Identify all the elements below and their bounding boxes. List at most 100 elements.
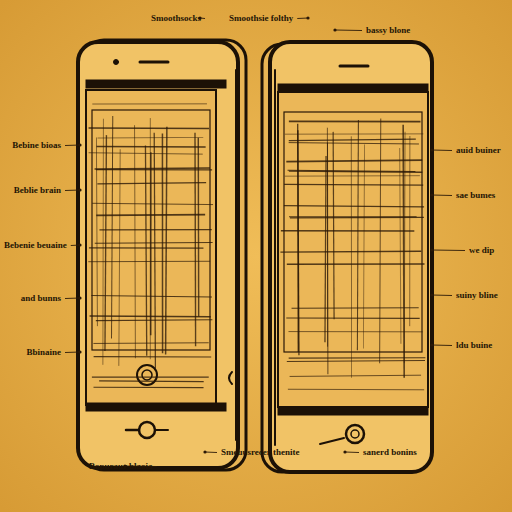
grid-stroke (289, 121, 421, 123)
grid-stroke (97, 183, 206, 184)
leader-dot (430, 343, 433, 346)
grid-stroke (150, 152, 152, 335)
grid-stroke (93, 342, 208, 344)
grid-stroke (95, 168, 210, 169)
grid-stroke (194, 133, 196, 347)
grid-stroke (198, 138, 200, 317)
grid-stroke (93, 387, 203, 388)
grid-frame (284, 112, 422, 352)
leader-line (432, 150, 452, 152)
leader-line (432, 195, 452, 197)
grid-stroke (105, 135, 106, 351)
grid-stroke (297, 130, 299, 352)
leader-dot (430, 248, 433, 251)
part-label: sae bumes (455, 190, 496, 201)
grid-stroke (363, 144, 364, 348)
leader-line (432, 345, 452, 347)
grid-stroke (284, 184, 423, 186)
leader-line (432, 250, 465, 252)
grid-stroke (166, 127, 167, 355)
grid-stroke (286, 318, 419, 319)
grid-stroke (289, 143, 419, 144)
part-label: ldu buine (455, 340, 493, 351)
part-label: Bebenie beuaine (3, 240, 68, 251)
grid-stroke (119, 149, 120, 366)
grid-stroke (292, 307, 419, 309)
grid-stroke (298, 124, 299, 356)
grid-stroke (351, 136, 352, 377)
leader-dot (78, 188, 81, 191)
part-label: we dip (468, 245, 495, 256)
leader-line (205, 452, 217, 454)
part-label: Smoothsie folthy (228, 13, 294, 24)
grid-stroke (357, 120, 358, 350)
grid-stroke (162, 134, 164, 354)
grid-stroke (88, 261, 210, 262)
part-label: Smoothsocks (150, 13, 202, 24)
screen-grid (88, 104, 425, 390)
grid-stroke (96, 137, 97, 326)
grid-stroke (333, 132, 335, 319)
leader-line (345, 452, 359, 454)
leader-dot (78, 296, 81, 299)
leader-dot (430, 193, 433, 196)
grid-stroke (288, 389, 424, 391)
grid-stroke (134, 125, 136, 358)
grid-stroke (290, 375, 421, 376)
right-phone (262, 42, 432, 472)
leader-line (65, 298, 80, 300)
part-label: Smeuusrecer thenite (220, 447, 300, 458)
grid-stroke (91, 295, 212, 296)
grid-stroke (92, 377, 209, 378)
grid-stroke (325, 156, 326, 342)
grid-stroke (112, 116, 113, 339)
grid-stroke (150, 118, 151, 359)
grid-stroke (289, 139, 416, 140)
leader-dot (78, 243, 81, 246)
part-label: Bbinaine (25, 347, 62, 358)
part-label: Bopuraur blaoia (88, 461, 154, 472)
leader-dot (78, 143, 81, 146)
grid-stroke (281, 230, 414, 232)
part-label: suiny bline (455, 290, 499, 301)
grid-stroke (92, 103, 207, 104)
leader-line (65, 190, 80, 192)
leader-line (65, 352, 80, 354)
grid-stroke (154, 133, 155, 369)
grid-stroke (286, 160, 422, 161)
grid-frame (92, 110, 210, 350)
part-label: Bebine bioas (11, 140, 62, 151)
leader-line (335, 30, 362, 32)
leader-dot (430, 148, 433, 151)
leader-dot (333, 28, 336, 31)
leader-dot (306, 16, 309, 19)
grid-stroke (99, 380, 204, 382)
leader-dot (203, 450, 206, 453)
grid-stroke (409, 136, 410, 326)
grid-stroke (380, 119, 381, 364)
leader-line (432, 295, 452, 297)
grid-stroke (327, 143, 328, 375)
leader-dot (430, 293, 433, 296)
part-label: bassy blone (365, 25, 411, 36)
part-label: auid buiner (455, 145, 502, 156)
grid-stroke (400, 148, 401, 344)
part-label: and bunns (20, 293, 62, 304)
grid-stroke (145, 146, 146, 356)
leader-dot (78, 350, 81, 353)
leader-dot (343, 450, 346, 453)
part-label: Beblie brain (13, 185, 62, 196)
grid-stroke (94, 356, 212, 357)
leader-line (297, 18, 308, 20)
grid-stroke (403, 125, 404, 378)
grid-stroke (89, 127, 209, 129)
left-phone (78, 40, 246, 470)
grid-stroke (102, 119, 104, 365)
leader-line (65, 145, 80, 147)
grid-stroke (288, 331, 422, 332)
part-label: sanerd bonins (362, 447, 418, 458)
